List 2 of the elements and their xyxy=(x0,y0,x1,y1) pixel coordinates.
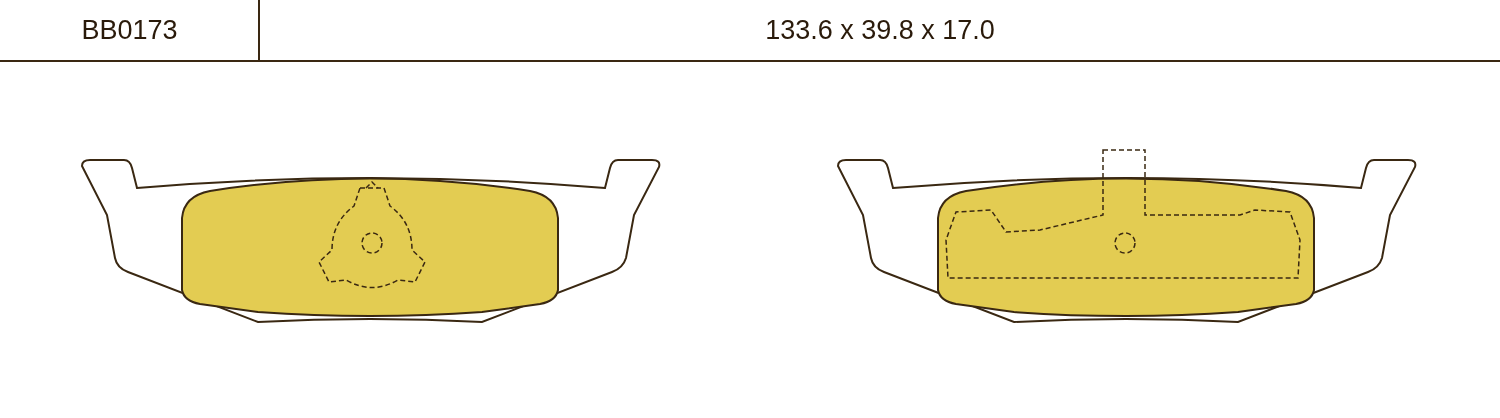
part-number: BB0173 xyxy=(81,14,178,46)
dimensions-text: 133.6 x 39.8 x 17.0 xyxy=(765,14,995,46)
